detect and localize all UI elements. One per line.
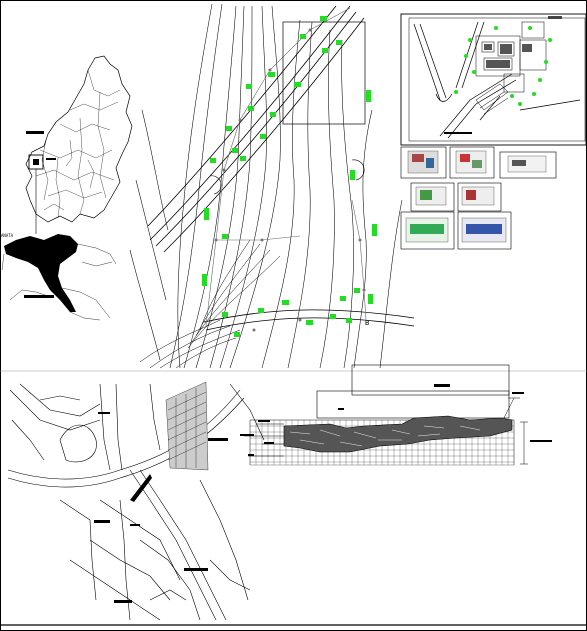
section-box-top (351, 364, 510, 396)
detail-sheets-grid (400, 146, 557, 250)
district-boundaries (35, 69, 121, 219)
site-plan-title-bar (444, 132, 472, 134)
district-surrounding-lines (1, 243, 117, 321)
detail-sheet (457, 211, 512, 250)
curve-arc-2 (209, 175, 222, 195)
contour-fan (139, 239, 281, 369)
curve-arc (351, 159, 365, 181)
site-plan-trees (454, 26, 552, 106)
detail-sheet (400, 146, 447, 179)
survey-point-label: B (365, 319, 369, 327)
section-box-mid (316, 390, 510, 419)
section-box-mid-label (338, 408, 344, 410)
site-plan-buildings (475, 21, 547, 115)
site-plan-roads (413, 21, 581, 139)
road-corridor (147, 5, 365, 253)
access-arrow (130, 474, 152, 502)
site-plan-frame-outer (400, 13, 587, 146)
topographic-plan-panel: B (129, 3, 415, 369)
urban-plan-panel (7, 381, 265, 621)
cross-section-panel (240, 364, 552, 466)
district-filled-area (4, 234, 78, 312)
contour-lines (129, 3, 403, 369)
survey-markers (214, 28, 366, 332)
detail-sheet (449, 146, 495, 179)
site-plan-hatching (484, 44, 532, 68)
site-plan-grid-mark (548, 16, 562, 19)
detail-sheet (400, 211, 455, 250)
hatched-zone (165, 381, 209, 471)
study-area-frame (282, 21, 366, 125)
map-label-box (26, 131, 44, 134)
section-box-title-bar (434, 384, 450, 387)
detail-sheet (499, 151, 557, 179)
map-label-box-small (46, 158, 56, 160)
section-right-label-boxes (512, 392, 552, 442)
site-plan-thumbnail (400, 13, 587, 146)
soil-profile-texture (289, 425, 481, 447)
lower-road (203, 309, 415, 331)
location-map-panel: ANATA (1, 55, 133, 321)
section-right-annotations (503, 397, 528, 465)
station-markers (202, 16, 377, 337)
region-name-label: ANATA (1, 233, 14, 238)
province-outline (25, 55, 133, 223)
location-highlight-fill (33, 159, 39, 165)
detail-sheet (457, 182, 502, 212)
section-left-label-boxes (240, 420, 274, 456)
detail-sheet (410, 182, 455, 212)
urban-label-boxes (94, 412, 228, 603)
urban-streets (7, 383, 265, 621)
site-plan-frame-inner (408, 17, 586, 142)
district-label-box (24, 295, 54, 298)
soil-profile (283, 415, 513, 453)
